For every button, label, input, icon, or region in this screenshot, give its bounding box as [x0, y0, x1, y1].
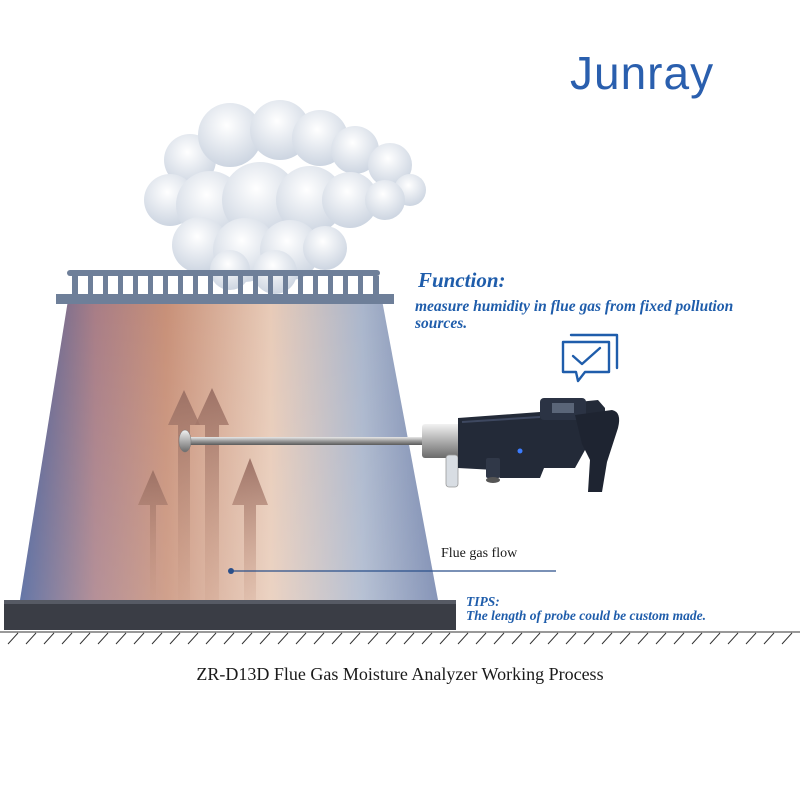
tips-title: TIPS:: [466, 594, 500, 609]
ground-hatch-mark: [529, 632, 541, 645]
arrow-up-icon: [168, 390, 200, 600]
ground-hatch-mark: [745, 632, 757, 645]
ground-hatch-mark: [61, 632, 73, 645]
ground-hatch-mark: [493, 632, 505, 645]
ground-hatch-mark: [25, 632, 37, 645]
probe-connector: [422, 424, 462, 458]
probe-rod: [182, 437, 427, 445]
ground-hatch-mark: [295, 632, 307, 645]
checklist-icon: [561, 333, 619, 383]
ground-hatch-mark: [97, 632, 109, 645]
ground-hatch-mark: [439, 632, 451, 645]
function-description: measure humidity in flue gas from fixed …: [415, 298, 734, 332]
ground-hatch-mark: [727, 632, 739, 645]
moisture-analyzer-device: [178, 398, 620, 492]
ground-hatch-mark: [601, 632, 613, 645]
ground-hatch-mark: [7, 632, 19, 645]
arrow-up-icon: [138, 470, 168, 600]
ground-hatch-mark: [619, 632, 631, 645]
flue-gas-flow-label: Flue gas flow: [441, 546, 518, 561]
ground-hatch-mark: [511, 632, 523, 645]
ground-hatch-mark: [691, 632, 703, 645]
ground-hatch-mark: [709, 632, 721, 645]
ground-hatch-mark: [223, 632, 235, 645]
ground-hatch-mark: [583, 632, 595, 645]
ground-hatching: [7, 632, 793, 645]
ground-hatch-mark: [79, 632, 91, 645]
ground-hatch-mark: [241, 632, 253, 645]
probe-tip: [178, 429, 192, 453]
ground-hatch-mark: [43, 632, 55, 645]
ground: [0, 631, 800, 645]
ground-hatch-mark: [187, 632, 199, 645]
smoke-cloud: [144, 100, 426, 294]
ground-hatch-mark: [277, 632, 289, 645]
chimney-base: [4, 600, 456, 630]
ground-hatch-mark: [367, 632, 379, 645]
arrow-up-icon: [195, 388, 229, 600]
ground-hatch-mark: [655, 632, 667, 645]
diagram-caption: ZR-D13D Flue Gas Moisture Analyzer Worki…: [196, 664, 604, 684]
ground-hatch-mark: [151, 632, 163, 645]
ground-hatch-mark: [205, 632, 217, 645]
brand-logo: Junray: [570, 47, 715, 99]
ground-hatch-mark: [259, 632, 271, 645]
ground-hatch-mark: [457, 632, 469, 645]
ground-hatch-mark: [385, 632, 397, 645]
ground-hatch-mark: [781, 632, 793, 645]
tips-text: The length of probe could be custom made…: [466, 608, 706, 623]
arrow-up-icon: [232, 458, 268, 600]
ground-hatch-mark: [673, 632, 685, 645]
ground-hatch-mark: [313, 632, 325, 645]
flow-arrows: [138, 388, 268, 600]
ground-hatch-mark: [403, 632, 415, 645]
ground-hatch-mark: [331, 632, 343, 645]
ground-hatch-mark: [421, 632, 433, 645]
chimney: [20, 300, 438, 600]
ground-hatch-mark: [349, 632, 361, 645]
ground-hatch-mark: [763, 632, 775, 645]
flue-gas-flow-pointer: [228, 568, 556, 574]
ground-hatch-mark: [115, 632, 127, 645]
ground-hatch-mark: [637, 632, 649, 645]
ground-hatch-mark: [169, 632, 181, 645]
ground-hatch-mark: [133, 632, 145, 645]
function-title: Function:: [418, 268, 506, 292]
chimney-railing: [56, 270, 394, 304]
ground-hatch-mark: [475, 632, 487, 645]
ground-hatch-mark: [547, 632, 559, 645]
ground-hatch-mark: [565, 632, 577, 645]
